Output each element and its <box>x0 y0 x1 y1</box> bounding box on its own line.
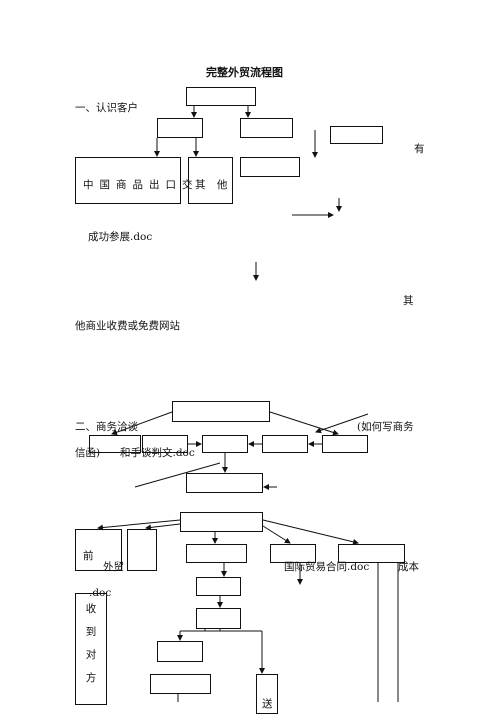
flow-box-top <box>186 87 256 106</box>
flow-box-left <box>157 118 203 138</box>
flow-box-neg-center <box>186 473 263 493</box>
flow-box-middle-lower <box>240 157 300 177</box>
flow-box-negotiation-top <box>172 401 270 422</box>
flow-box-right <box>330 126 383 144</box>
line-diagonal-right <box>315 413 369 434</box>
line-diagonal-left <box>134 462 221 488</box>
flow-box-neg-2 <box>142 435 188 453</box>
text-dui: 对 <box>85 649 97 661</box>
line-contract-to-qian <box>97 519 181 531</box>
flow-box-d1 <box>196 577 241 596</box>
flow-box-china-export: 中国商品出口交 <box>75 157 193 204</box>
text-qi: 其 <box>403 295 414 307</box>
text-xinhan: 信函) <box>75 447 101 459</box>
flow-box-other: 其 他 <box>188 157 233 204</box>
flow-box-china-export-label: 中国商品出口交 <box>83 179 199 191</box>
text-chengben: 成本 <box>398 561 419 573</box>
section-heading-know-customer: 一、认识客户 <box>75 102 138 114</box>
flow-box-e3 <box>150 674 211 694</box>
flow-box-c3 <box>338 544 405 563</box>
text-dao: 到 <box>85 626 97 638</box>
text-other-sites: 他商业收费或免费网站 <box>75 320 180 332</box>
flow-box-narrow <box>127 529 157 571</box>
flow-box-e1 <box>196 608 241 629</box>
line-contract-c3 <box>262 519 359 545</box>
text-qian: 前 <box>83 550 94 562</box>
flow-box-middle <box>240 118 293 138</box>
flow-box-c1 <box>186 544 247 563</box>
link-chenggong-canzhan[interactable]: 成功参展.doc <box>88 231 153 243</box>
line-contract-c2 <box>262 525 291 544</box>
text-xinhan-cont: 和手谈判文.doc <box>120 447 195 459</box>
line-contract-to-narrow <box>145 523 181 531</box>
text-shou: 收 <box>85 603 97 615</box>
link-guoji-maoyi-hetong[interactable]: 国际贸易合同.doc <box>284 561 370 573</box>
flow-box-neg-3 <box>202 435 248 453</box>
flow-box-c2 <box>270 544 316 563</box>
text-you: 有 <box>414 143 425 155</box>
line-neg-top-right <box>269 411 339 436</box>
flow-box-neg-5 <box>322 435 368 453</box>
flow-box-neg-4 <box>262 435 308 453</box>
text-waimao: 外贸 <box>103 561 124 573</box>
flow-box-contract <box>180 512 263 532</box>
flow-box-neg-1 <box>89 435 141 453</box>
text-how-to-write: (如何写商务 <box>357 421 414 433</box>
line-neg-top-left <box>111 411 173 436</box>
text-fang: 方 <box>85 672 97 684</box>
page-title: 完整外贸流程图 <box>206 66 283 79</box>
flow-box-e2 <box>157 641 203 662</box>
flow-box-other-label: 其 他 <box>195 179 232 191</box>
